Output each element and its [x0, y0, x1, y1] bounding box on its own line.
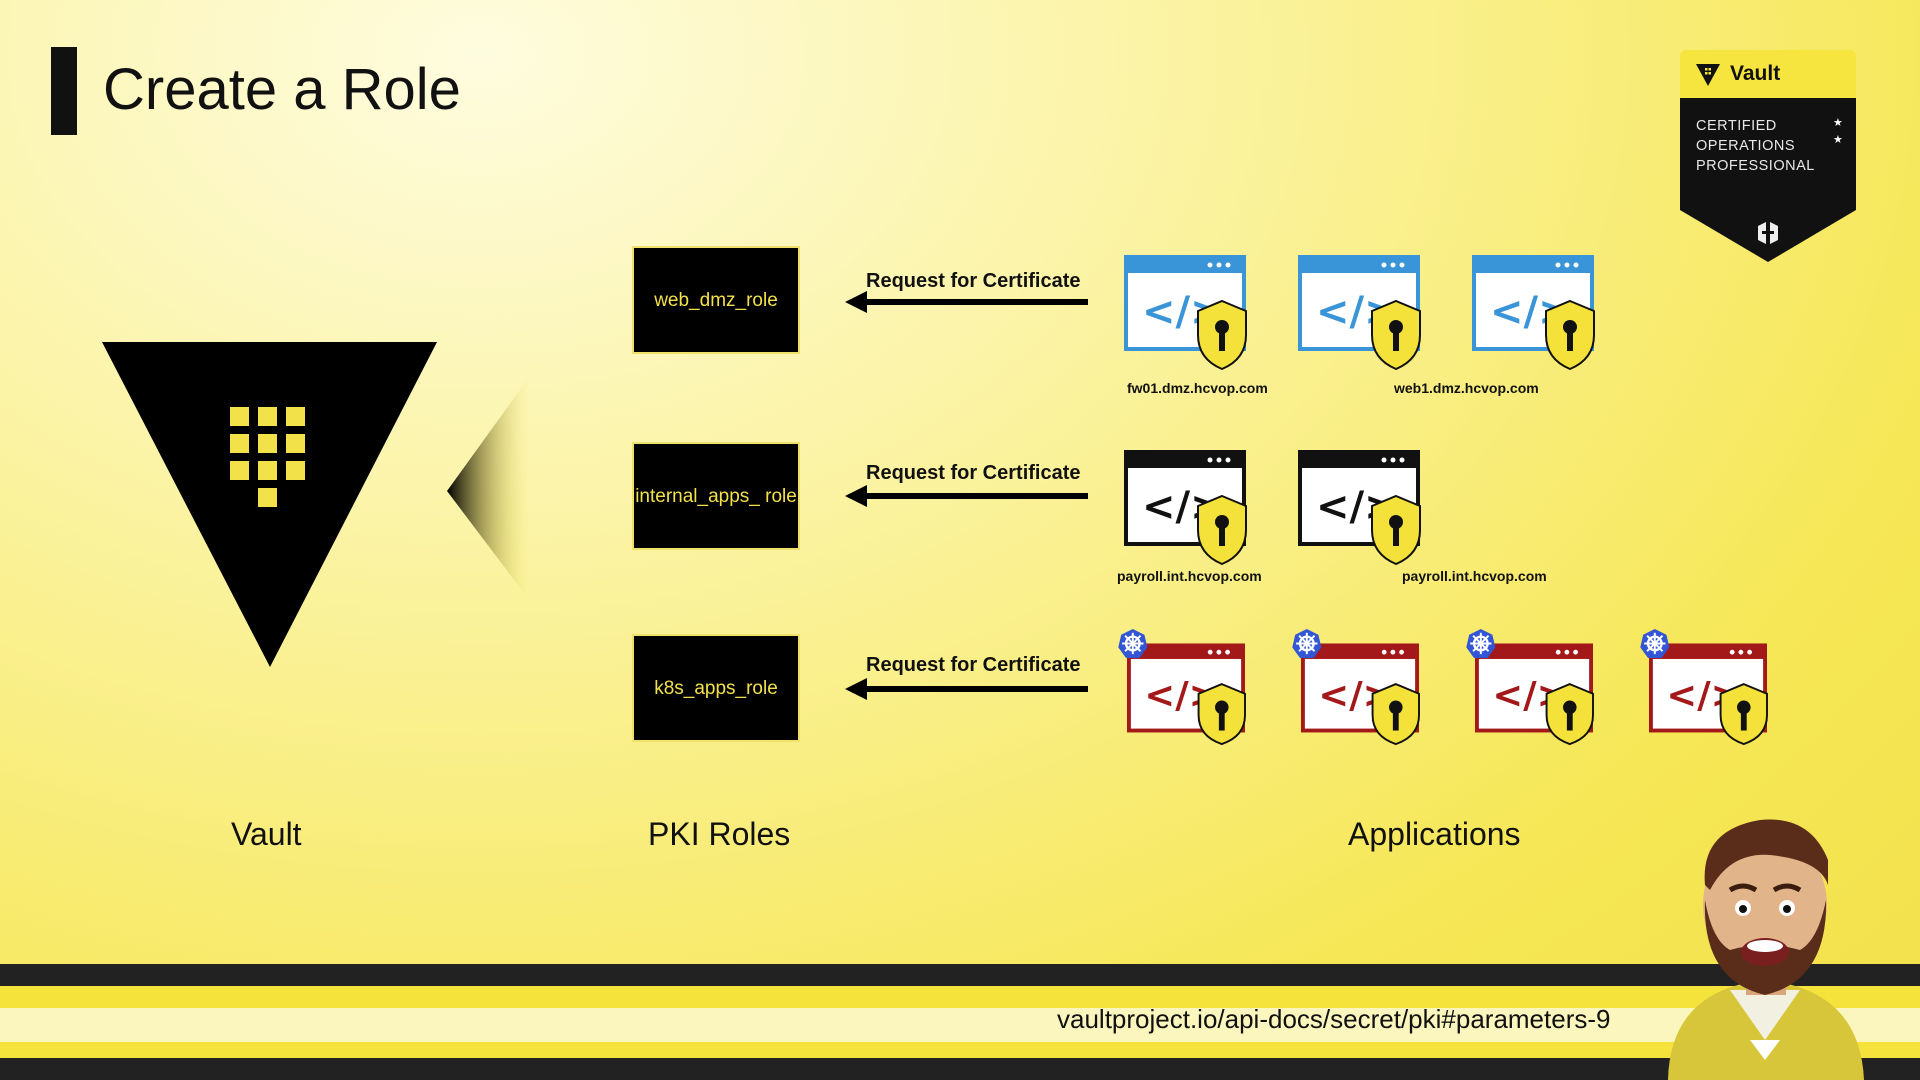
badge-star-icon: ★ [1833, 117, 1843, 129]
certification-badge: Vault CERTIFIED OPERATIONS PROFESSIONAL … [1680, 50, 1856, 265]
vault-logo-icon [102, 342, 437, 667]
badge-brand: Vault [1730, 62, 1781, 85]
footer-band-dark [0, 964, 1920, 986]
presenter-avatar [1668, 819, 1864, 1080]
k8s-app-icon: </> [1466, 628, 1594, 746]
host-label: fw01.dmz.hcvop.com [1127, 380, 1268, 396]
badge-line-professional: PROFESSIONAL [1696, 158, 1815, 174]
footer-band-dark [0, 1058, 1920, 1080]
column-label-pki-roles: PKI Roles [648, 816, 791, 852]
dmz-app-icon: </> [1472, 255, 1595, 371]
host-label: payroll.int.hcvop.com [1402, 568, 1547, 584]
k8s-app-icon: </> [1292, 628, 1420, 746]
k8s-app-icon: </> [1118, 628, 1246, 746]
dmz-app-icon: </> [1124, 255, 1247, 371]
badge-line-certified: CERTIFIED [1696, 118, 1777, 134]
request-label: Request for Certificate [866, 270, 1081, 292]
role-k8s-apps: k8s_apps_role [632, 634, 800, 742]
left-arrow-icon [845, 485, 1088, 507]
left-arrow-icon [845, 678, 1088, 700]
k8s-app-icon: </> [1640, 628, 1768, 746]
column-label-vault: Vault [231, 816, 302, 852]
badge-star-icon: ★ [1833, 134, 1843, 146]
dmz-app-icon: </> [1298, 255, 1421, 371]
request-label: Request for Certificate [866, 654, 1081, 676]
badge-shape [1680, 98, 1856, 262]
internal-app-icon: </> [1124, 450, 1247, 566]
vault-triangle-icon [1696, 64, 1720, 86]
flow-chevron-icon [447, 376, 530, 601]
badge-line-operations: OPERATIONS [1696, 138, 1795, 154]
internal-app-icon: </> [1298, 450, 1421, 566]
host-label: web1.dmz.hcvop.com [1394, 380, 1539, 396]
column-label-applications: Applications [1348, 816, 1521, 852]
footer-band-light [0, 1008, 1920, 1042]
request-label: Request for Certificate [866, 462, 1081, 484]
footer-band-yellow [0, 1042, 1920, 1058]
role-web-dmz: web_dmz_role [632, 246, 800, 354]
left-arrow-icon [845, 291, 1088, 313]
slide-title: Create a Role [103, 57, 461, 122]
role-internal-apps: internal_apps_ role [632, 442, 800, 550]
host-label: payroll.int.hcvop.com [1117, 568, 1262, 584]
reference-url: vaultproject.io/api-docs/secret/pki#para… [1057, 1004, 1611, 1034]
hashicorp-icon [1758, 222, 1778, 244]
title-accent-bar [51, 47, 77, 135]
footer-band-yellow [0, 986, 1920, 1008]
